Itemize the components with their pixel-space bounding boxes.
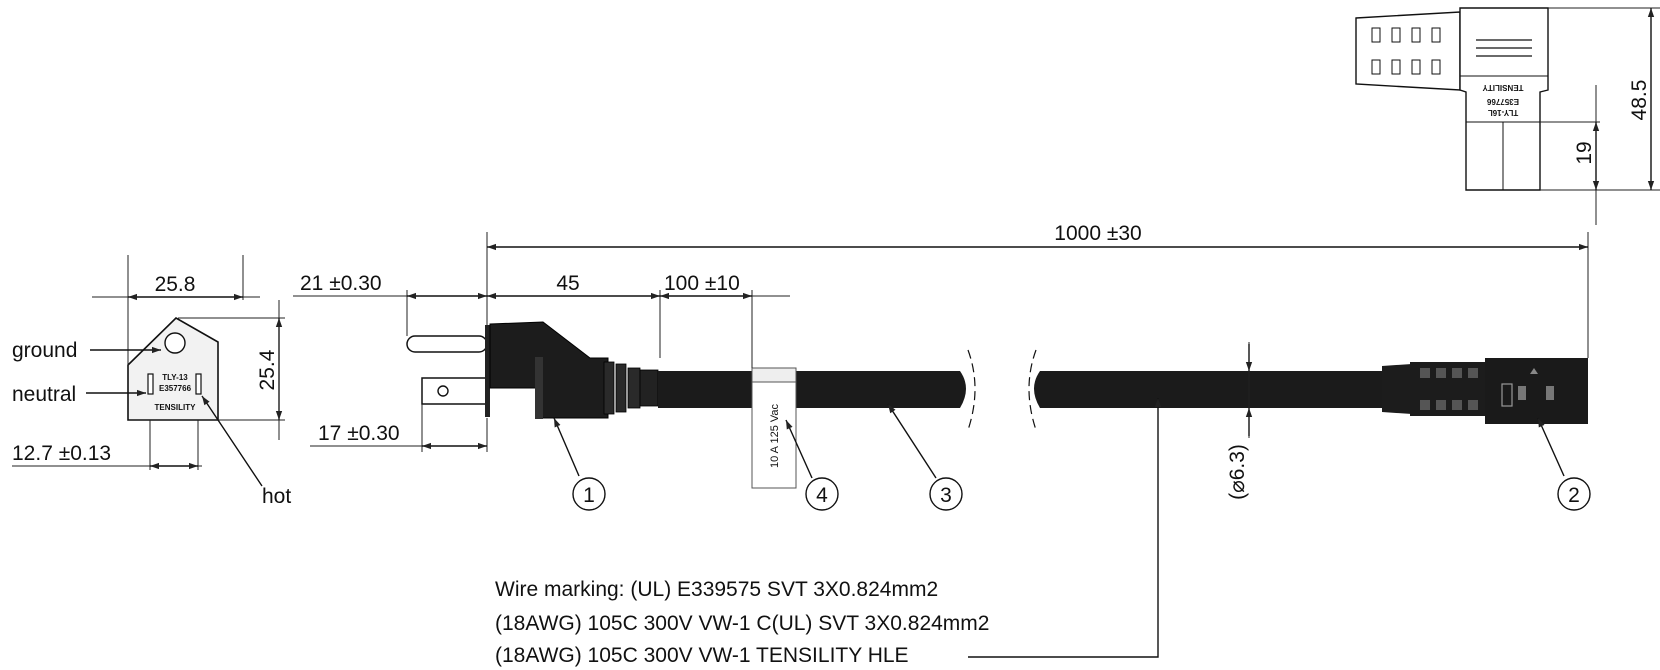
callout-3: 3 — [940, 484, 952, 507]
connector-head — [1485, 358, 1588, 424]
plug-body-length-dim: 45 — [556, 272, 579, 295]
ground-label: ground — [12, 339, 77, 362]
wire-marking-line-3: (18AWG) 105C 300V VW-1 TENSILITY HLE — [495, 644, 909, 667]
connector-top-view: TLY-16L E357766 TENSILITY 48.5 19 — [1355, 7, 1660, 225]
callouts: 1 2 3 4 — [553, 403, 1591, 511]
cable-label-text: 10 A 125 Vac — [769, 403, 781, 468]
cable-diameter-dim: (⌀6.3) — [1226, 444, 1249, 500]
plug-face-cert: E357766 — [159, 384, 192, 393]
hot-slot-icon — [195, 373, 202, 395]
plug-face-brand: TENSILITY — [155, 403, 197, 412]
cable-length-dim: 1000 ±30 — [1054, 222, 1141, 245]
callout-2-circle — [1557, 477, 1591, 511]
cable-segment-left — [658, 371, 966, 408]
wire-marking-line-1: Wire marking: (UL) E339575 SVT 3X0.824mm… — [495, 578, 938, 601]
c13-connector — [1382, 358, 1588, 424]
cable-segment-right — [1034, 371, 1390, 408]
connector-height-dim: 48.5 — [1628, 80, 1651, 121]
ground-pin — [406, 335, 488, 353]
plug-side-view — [406, 321, 659, 419]
pin-spacing-dim: 12.7 ±0.13 — [12, 442, 111, 465]
ground-pin-length-dim: 21 ±0.30 — [300, 272, 382, 295]
callout-1-circle — [572, 477, 606, 511]
ground-hole-icon — [164, 332, 186, 354]
callout-3-circle — [929, 477, 963, 511]
callout-4-circle — [805, 477, 839, 511]
connector-offset-dim: 19 — [1573, 141, 1596, 164]
wire-marking-line-2: (18AWG) 105C 300V VW-1 C(UL) SVT 3X0.824… — [495, 612, 989, 635]
plug-body — [489, 321, 609, 419]
connector-model: TLY-16L — [1488, 108, 1518, 117]
blade-length-dim: 17 ±0.30 — [318, 422, 400, 445]
plug-face-model: TLY-13 — [162, 373, 188, 382]
neutral-label: neutral — [12, 383, 76, 406]
strain-relief-rings — [603, 361, 659, 415]
callout-1: 1 — [583, 484, 595, 507]
side-view-dimensions: 1000 ±30 21 ±0.30 45 100 ±10 17 ±0.30 (⌀… — [293, 222, 1589, 500]
callout-4: 4 — [816, 484, 828, 507]
cable-label-sleeve: 10 A 125 Vac — [751, 367, 797, 489]
connector-cert: E357766 — [1486, 97, 1519, 106]
plug-face-view: TLY-13 E357766 TENSILITY 25.8 25.4 12.7 … — [12, 255, 291, 508]
cable — [658, 349, 1390, 431]
face-width-dim: 25.8 — [155, 273, 196, 296]
neutral-slot-icon — [147, 373, 154, 395]
hot-label: hot — [262, 485, 291, 508]
label-position-dim: 100 ±10 — [664, 272, 740, 295]
wire-marking-note: Wire marking: (UL) E339575 SVT 3X0.824mm… — [495, 398, 1162, 667]
face-height-dim: 25.4 — [256, 349, 279, 390]
connector-brand: TENSILITY — [1482, 83, 1524, 92]
blade-pin — [421, 377, 488, 405]
callout-2: 2 — [1568, 484, 1580, 507]
